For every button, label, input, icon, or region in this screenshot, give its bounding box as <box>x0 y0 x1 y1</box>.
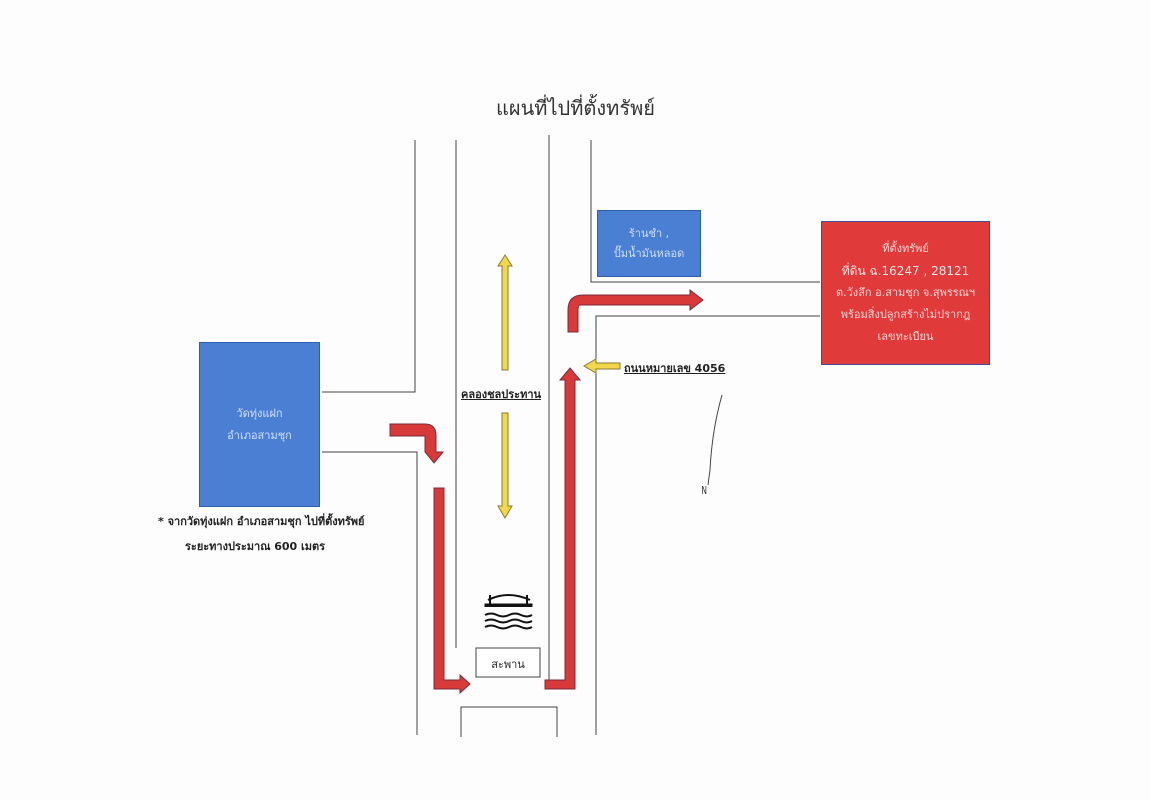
property-buildings: พร้อมสิ่งปลูกสร้างไม่ปรากฎ <box>840 308 971 321</box>
route-arrow-up <box>544 367 582 690</box>
property-title: ที่ตั้งทรัพย์ <box>882 242 929 255</box>
shop-line2: ปั๊มน้ำมันหลอด <box>613 246 685 260</box>
route-arrow-turn-down <box>389 423 445 464</box>
property-address: ต.วังลึก อ.สามชุก จ.สุพรรณฯ <box>835 286 976 299</box>
property-registration: เลขทะเบียน <box>877 330 934 343</box>
shop-box: ร้านชำ , ปั๊มน้ำมันหลอด <box>597 210 701 277</box>
temple-box: วัดทุ่งแฝก อำเภอสามชุก <box>199 342 320 507</box>
map-title: แผนที่ไปที่ตั้งทรัพย์ <box>496 96 655 120</box>
flow-arrow-up <box>497 254 513 371</box>
property-box: ที่ตั้งทรัพย์ ที่ดิน ฉ.16247 , 28121 ต.ว… <box>821 221 990 365</box>
road-pointer-arrow <box>583 358 621 374</box>
route-arrows <box>389 288 704 695</box>
north-line <box>707 394 723 486</box>
bridge-box <box>475 647 541 678</box>
route-arrow-right <box>567 288 704 333</box>
north-label: N <box>701 484 707 497</box>
temple-name: วัดทุ่งแฝก <box>236 406 283 420</box>
shop-line1: ร้านชำ , <box>628 226 670 240</box>
distance-note-line2: ระยะทางประมาณ 600 เมตร <box>185 540 326 553</box>
road-lines <box>322 135 820 737</box>
bridge-label: สะพาน <box>491 658 525 671</box>
temple-district: อำเภอสามชุก <box>227 428 292 442</box>
canal-label: คลองชลประทาน <box>461 388 542 401</box>
canal-flow-arrows <box>497 254 621 519</box>
bridge-icon <box>484 594 533 630</box>
property-deed: ที่ดิน ฉ.16247 , 28121 <box>841 264 970 278</box>
flow-arrow-down <box>497 412 513 519</box>
road-label: ถนนหมายเลข 4056 <box>624 362 726 375</box>
route-arrow-bridge <box>433 487 471 695</box>
distance-note-line1: * จากวัดทุ่งแฝก อำเภอสามชุก ไปที่ตั้งทรั… <box>158 515 365 528</box>
